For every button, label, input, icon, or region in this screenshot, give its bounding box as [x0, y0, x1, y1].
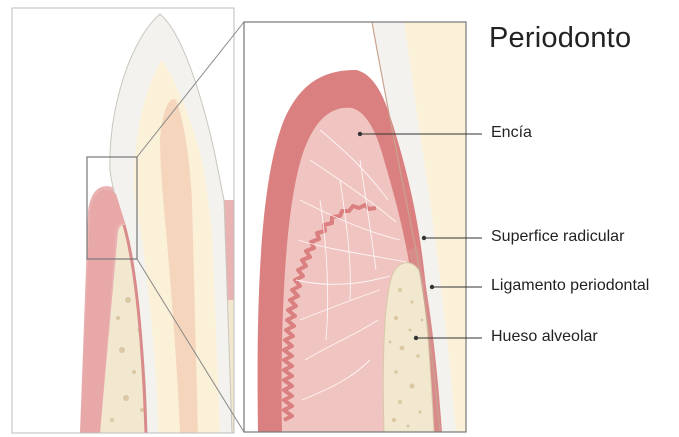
diagram-title: Periodonto: [489, 22, 631, 55]
leader-dot-hueso: [414, 336, 418, 340]
leader-dot-ligamento: [430, 285, 434, 289]
label-superficie-radicular: Superfice radicular: [491, 228, 624, 246]
label-encia: Encía: [491, 124, 532, 142]
label-hueso-alveolar: Hueso alveolar: [491, 328, 598, 346]
leader-dot-encia: [358, 132, 362, 136]
zoom-panel: [244, 22, 466, 432]
leader-dot-superficie: [422, 236, 426, 240]
label-ligamento-periodontal: Ligamento periodontal: [491, 277, 649, 295]
tooth-overview: [12, 8, 234, 433]
